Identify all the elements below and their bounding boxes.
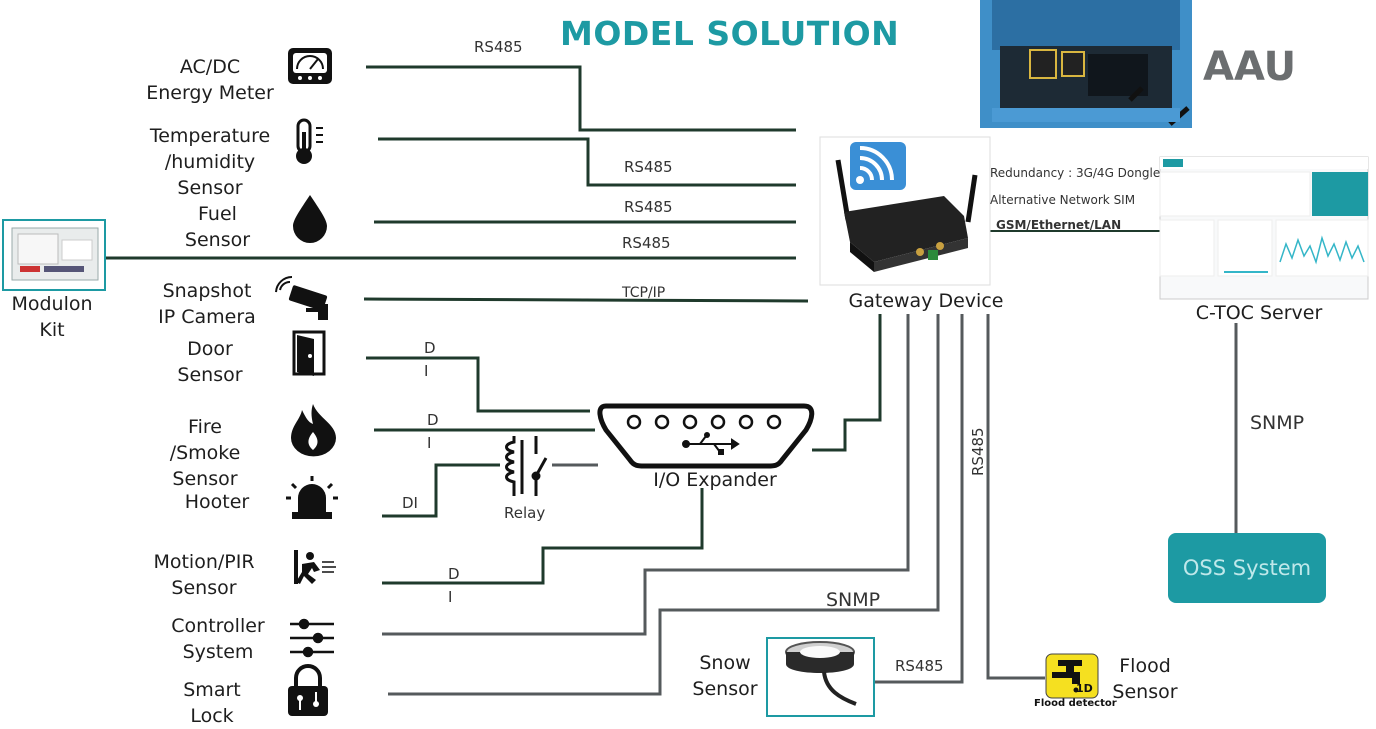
gauge-icon (288, 48, 332, 84)
relay-icon (505, 436, 548, 496)
ctoc-label: C-TOC Server (1195, 302, 1323, 324)
wire-label-di: D (427, 411, 439, 429)
controller-label: Controller System (171, 615, 265, 663)
io-expander-label: I/O Expander (653, 469, 777, 491)
cctv-camera-icon (275, 275, 328, 320)
fuel-sensor-label: Fuel Sensor (184, 203, 251, 251)
hooter-label: Hooter (184, 491, 250, 513)
energy-meter-label: AC/DC Energy Meter (146, 56, 274, 104)
padlock-circuit-icon (288, 664, 328, 716)
smart-lock-label: Smart Lock (183, 679, 241, 727)
router-icon (819, 136, 991, 286)
wire-lock (388, 314, 940, 696)
siren-icon (286, 476, 338, 519)
wire-label-rs485: RS485 (622, 234, 671, 252)
motion-sensor-label: Motion/PIR Sensor (153, 551, 255, 599)
alt-network-label: Alternative Network SIM (990, 193, 1136, 207)
wire-label-rs485: RS485 (969, 427, 987, 476)
gateway-label: Gateway Device (848, 290, 1004, 312)
relay-label: Relay (504, 504, 546, 522)
wire-label-tcpip: TCP/IP (622, 285, 666, 301)
fire-sensor-label: Fire /Smoke Sensor (169, 416, 241, 490)
modulon-label: Modulon Kit (11, 293, 93, 341)
flood-sensor-label: Flood Sensor (1112, 655, 1178, 703)
wifi-icon (850, 142, 906, 190)
db9-connector-icon (597, 403, 815, 469)
aau-enclosure-image (980, 0, 1192, 128)
sliders-icon (290, 618, 334, 658)
door-sensor-label: Door Sensor (177, 338, 243, 386)
wire-label-rs485: RS485 (624, 198, 673, 216)
wire-motion (382, 488, 704, 585)
snow-sensor-label: Snow Sensor (692, 652, 758, 700)
flood-detector-caption: Flood detector (1034, 698, 1117, 709)
temp-sensor-label: Temperature /humidity Sensor (149, 125, 271, 199)
wire-snow (874, 314, 964, 684)
wire-camera (363, 297, 809, 303)
wire-label-rs485: RS485 (895, 657, 944, 675)
generator-icon (2, 219, 106, 291)
wire-io-gateway (812, 314, 882, 452)
wire-label-di: I (424, 362, 429, 380)
wire-label-di: D (424, 339, 436, 357)
aau-label: AAU (1203, 44, 1297, 90)
wire-label-di: DI (402, 494, 418, 512)
wire-label-rs485: RS485 (624, 158, 673, 176)
wire-label-di: I (448, 588, 453, 606)
wire-temp-sensor (378, 137, 796, 187)
oss-system-box: OSS System (1168, 533, 1326, 603)
wire-label-di: I (427, 434, 432, 452)
gsm-label: GSM/Ethernet/LAN (996, 218, 1122, 232)
faucet-icon (1045, 653, 1099, 699)
droplet-icon (293, 195, 327, 243)
wire-controller (382, 314, 910, 636)
flame-icon (291, 404, 336, 457)
camera-label: Snapshot IP Camera (158, 280, 256, 328)
wire-label-rs485: RS485 (474, 38, 523, 56)
door-icon (292, 330, 326, 376)
thermometer-icon (296, 118, 323, 164)
snow-sensor-icon (766, 637, 875, 717)
wire-label-di: D (448, 565, 460, 583)
wire-label-snmp: SNMP (826, 589, 881, 611)
wire-door (366, 356, 590, 413)
wire-energy-meter (366, 65, 796, 132)
wire-flood (986, 314, 1045, 680)
flood-badge: 1D (1076, 682, 1093, 695)
wire-label-snmp: SNMP (1250, 412, 1305, 434)
running-person-icon (294, 550, 336, 584)
page-title: MODEL SOLUTION (560, 14, 900, 53)
wire-hooter (382, 463, 500, 518)
redundancy-label: Redundancy : 3G/4G Dongle (990, 166, 1161, 180)
server-dashboard-icon (1159, 156, 1369, 300)
